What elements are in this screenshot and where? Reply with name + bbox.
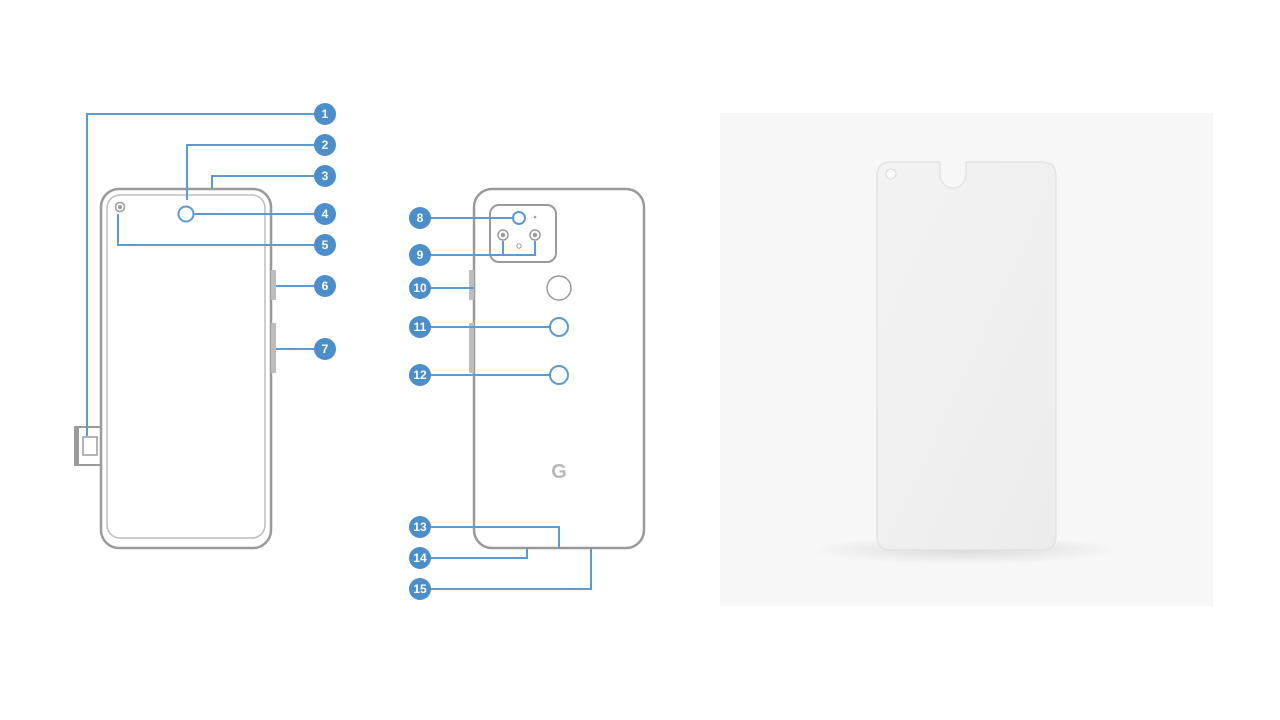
callout-4: 4	[314, 203, 336, 225]
back-power-button	[469, 270, 474, 300]
callout-15: 15	[409, 578, 431, 600]
svg-text:3: 3	[322, 169, 329, 183]
power-button	[271, 270, 276, 300]
protector-camera-cutout	[885, 168, 897, 180]
svg-text:7: 7	[322, 342, 329, 356]
callout-9: 9	[409, 244, 431, 266]
svg-text:14: 14	[413, 551, 427, 565]
svg-text:11: 11	[414, 320, 427, 334]
callout-14: 14	[409, 547, 431, 569]
svg-text:1: 1	[322, 107, 329, 121]
svg-text:8: 8	[417, 211, 424, 225]
svg-text:4: 4	[322, 207, 329, 221]
leader-line-15	[420, 548, 592, 590]
callout-10: 10	[409, 277, 431, 299]
svg-text:6: 6	[322, 279, 329, 293]
screen-protector-panel	[720, 113, 1213, 606]
camera-module	[489, 204, 557, 263]
svg-text:12: 12	[413, 368, 427, 382]
front-view	[74, 113, 325, 550]
screen-protector-glass	[876, 161, 1057, 551]
rear-lens-right-core	[532, 232, 538, 238]
leader-line-2	[186, 144, 325, 200]
svg-text:15: 15	[413, 582, 427, 596]
front-sensor-ring	[177, 205, 195, 223]
rear-mic-hole	[533, 215, 537, 219]
back-view: G	[420, 187, 646, 590]
rear-lens-left-core	[500, 232, 506, 238]
callout-5: 5	[314, 234, 336, 256]
leader-line-13	[420, 526, 560, 548]
leader-line-14	[420, 548, 528, 559]
rear-sensor-dot	[516, 243, 522, 249]
leader-line-1	[86, 113, 325, 436]
front-phone-body	[99, 187, 273, 550]
leader-line-5	[117, 214, 325, 246]
callout-11: 11	[409, 316, 431, 338]
callout-13: 13	[409, 516, 431, 538]
callout-7: 7	[314, 338, 336, 360]
front-camera-lens-core	[118, 205, 122, 209]
svg-text:5: 5	[322, 238, 329, 252]
rear-flash-ring	[512, 211, 526, 225]
svg-text:9: 9	[417, 248, 424, 262]
back-logo: G	[551, 461, 567, 483]
volume-button	[271, 323, 276, 373]
leader-line-3	[211, 175, 325, 188]
callout-3: 3	[314, 165, 336, 187]
callout-8: 8	[409, 207, 431, 229]
back-volume-button	[469, 323, 474, 373]
callout-6: 6	[314, 275, 336, 297]
callout-12: 12	[409, 364, 431, 386]
back-point-12-ring	[549, 365, 569, 385]
callout-1: 1	[314, 103, 336, 125]
callout-2: 2	[314, 134, 336, 156]
svg-text:10: 10	[413, 281, 427, 295]
leader-line-9	[420, 241, 536, 256]
svg-text:13: 13	[413, 520, 427, 534]
fingerprint-sensor	[546, 275, 572, 301]
back-point-11-ring	[549, 317, 569, 337]
svg-text:2: 2	[322, 138, 329, 152]
